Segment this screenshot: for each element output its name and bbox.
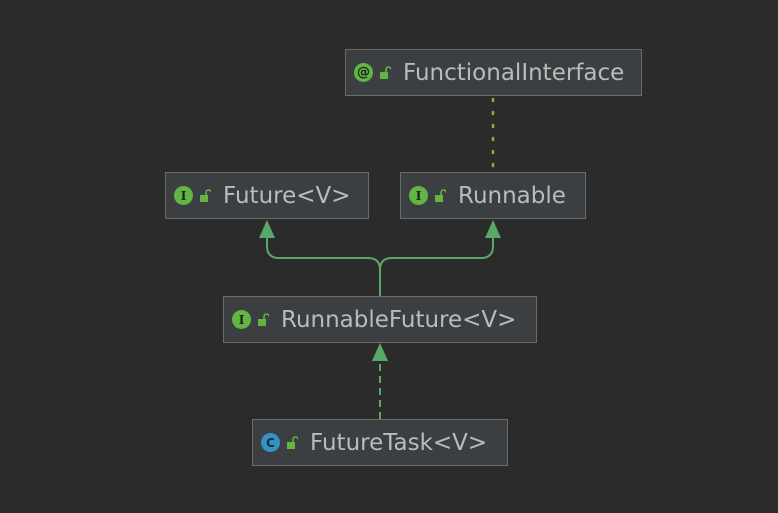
interface-icon: I [174, 186, 193, 205]
annotation-icon: @ [354, 63, 373, 82]
node-label: RunnableFuture<V> [281, 306, 517, 333]
node-label: FunctionalInterface [403, 59, 625, 86]
node-functional-interface[interactable]: @ FunctionalInterface [345, 49, 642, 96]
node-label: FutureTask<V> [310, 429, 488, 456]
unlocked-padlock-icon [435, 189, 446, 202]
node-label: Future<V> [223, 182, 351, 209]
edge-runnable-future-to-runnable [379, 236, 494, 271]
unlocked-padlock-icon [200, 189, 211, 202]
node-label: Runnable [458, 182, 566, 209]
arrowhead-future [259, 220, 275, 238]
unlocked-padlock-icon [287, 436, 298, 449]
node-future[interactable]: I Future<V> [165, 172, 369, 219]
interface-icon: I [409, 186, 428, 205]
arrowhead-runnable [485, 220, 501, 238]
node-runnable[interactable]: I Runnable [400, 172, 586, 219]
edge-runnable-future-to-future [266, 236, 381, 296]
interface-icon: I [232, 310, 251, 329]
arrowhead-runnable-future [372, 343, 388, 361]
node-runnable-future[interactable]: I RunnableFuture<V> [223, 296, 537, 343]
unlocked-padlock-icon [380, 66, 391, 79]
node-future-task[interactable]: C FutureTask<V> [252, 419, 508, 466]
unlocked-padlock-icon [258, 313, 269, 326]
class-icon: C [261, 433, 280, 452]
